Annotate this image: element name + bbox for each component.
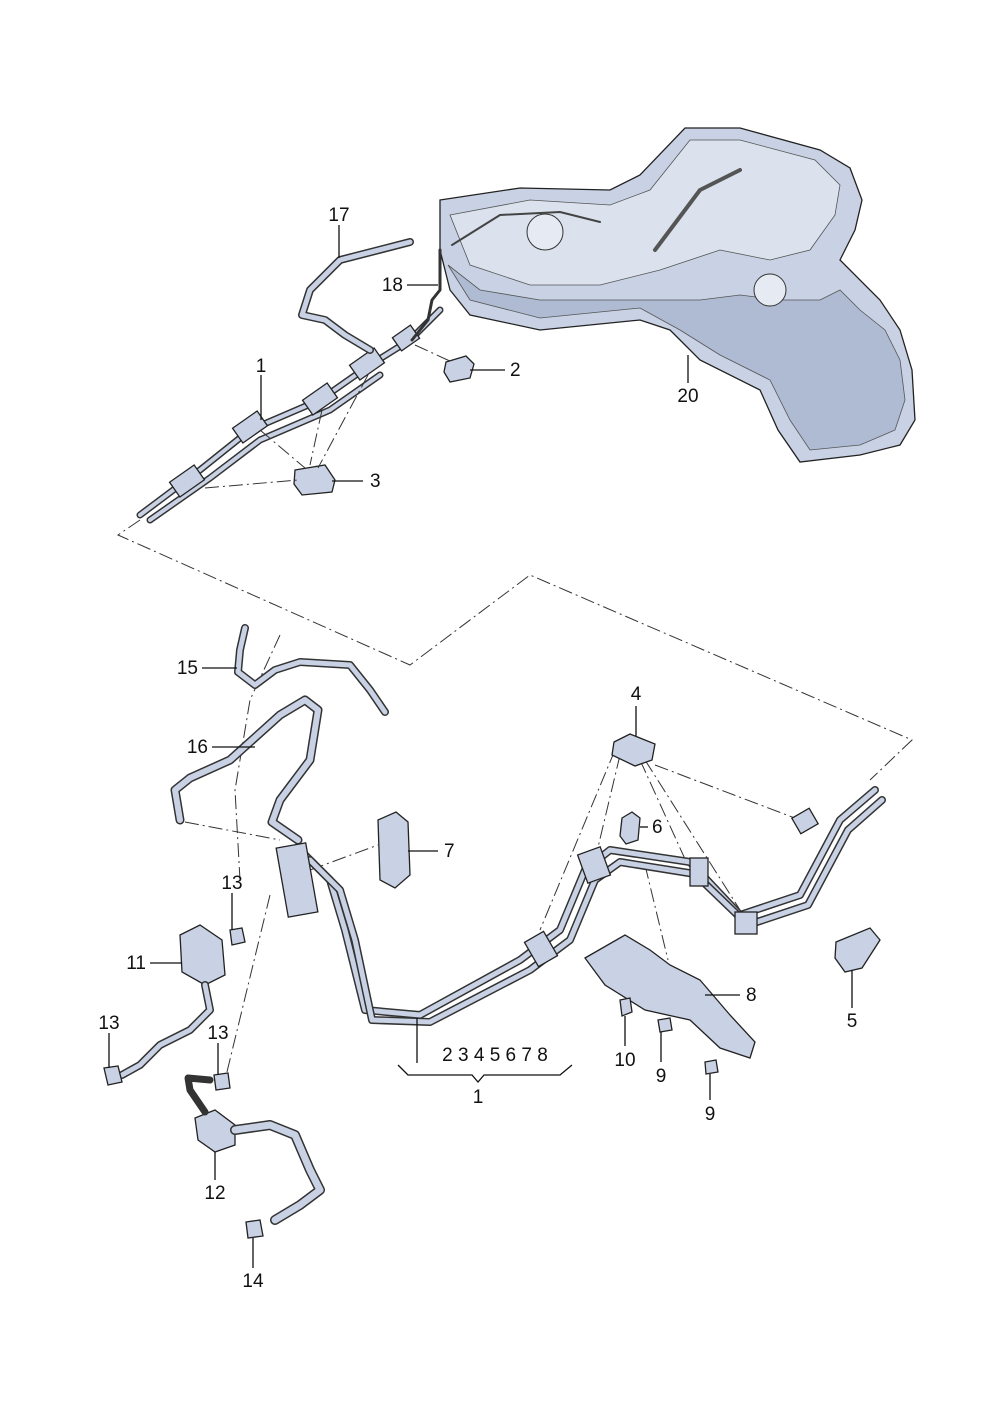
connection-line-4-a <box>539 749 616 931</box>
callout-13-c: 13 <box>207 1023 228 1044</box>
callout-17: 17 <box>328 205 349 226</box>
upper-fuel-lines <box>136 306 444 524</box>
callout-8: 8 <box>746 985 757 1006</box>
connection-line-13 <box>224 894 271 1081</box>
callout-1-bottom: 1 <box>473 1087 484 1108</box>
connection-line-8 <box>644 864 669 961</box>
connection-line-4-d <box>644 759 741 911</box>
connection-line-2 <box>414 344 453 363</box>
callout-11: 11 <box>126 953 146 974</box>
bolt-10 <box>619 997 633 1017</box>
callout-20: 20 <box>677 386 698 407</box>
callout-4: 4 <box>631 684 642 705</box>
hose-16-inner <box>172 697 321 843</box>
valve-12-hose-inner <box>231 1121 324 1224</box>
connection-lines <box>116 344 913 1081</box>
callout-3: 3 <box>370 471 381 492</box>
heat-shield-8 <box>584 934 756 1059</box>
callout-12: 12 <box>204 1183 225 1204</box>
lower-fuel-lines <box>275 786 886 1026</box>
lower-line-clip-2 <box>576 845 612 885</box>
callout-10: 10 <box>614 1050 635 1071</box>
valve-12-top-hose <box>184 1074 214 1116</box>
lower-line-clip-4 <box>734 911 758 935</box>
bolt-9-b <box>704 1059 719 1075</box>
clip-2 <box>443 355 475 383</box>
clip-3 <box>293 464 336 496</box>
callout-13-b: 13 <box>98 1013 119 1034</box>
connection-line-4-c <box>639 759 691 871</box>
connection-line-15-16 <box>234 634 281 881</box>
upper-line-clip-3 <box>301 382 339 416</box>
clip-13-c <box>213 1072 231 1091</box>
hose-17-inner <box>299 239 413 353</box>
valve-11-hose <box>118 981 214 1079</box>
valve-11 <box>179 924 226 986</box>
callout-18: 18 <box>382 275 403 296</box>
bracket-5 <box>834 927 881 973</box>
bracket-7 <box>377 811 411 889</box>
callout-15: 15 <box>177 658 198 679</box>
upper-line-connector <box>391 324 421 352</box>
upper-line-clip-1 <box>168 464 206 498</box>
lower-line-clip-3 <box>689 857 709 887</box>
tank-vent-hose <box>451 211 601 246</box>
sender-opening <box>753 273 787 307</box>
fuel-pump-opening <box>526 213 564 251</box>
valve-12 <box>194 1109 236 1153</box>
lower-line-clip-5 <box>790 807 820 835</box>
clip-13-b <box>103 1065 123 1086</box>
lower-line-connector-left <box>275 842 319 918</box>
callout-1-range: 2 3 4 5 6 7 8 <box>442 1045 548 1066</box>
hose-17 <box>298 238 414 354</box>
callout-16: 16 <box>187 737 208 758</box>
connection-line-3-a <box>204 479 299 489</box>
range-bracket <box>397 1064 573 1083</box>
callout-labels: 17 18 1 2 3 20 15 16 4 6 7 13 11 13 13 1… <box>98 205 857 1292</box>
upper-line-clip-2 <box>231 410 269 444</box>
connection-line-3-d <box>317 374 369 469</box>
leader-lines <box>108 225 853 1268</box>
valve-11-hose-inner <box>119 982 213 1078</box>
connection-line-top-to-bottom <box>116 519 913 781</box>
callout-2: 2 <box>510 360 521 381</box>
lower-fuel-line-b-inner <box>307 797 885 1025</box>
callout-9-b: 9 <box>705 1104 716 1125</box>
clip-4 <box>611 733 656 767</box>
fuel-tank <box>439 127 916 463</box>
callout-13-a: 13 <box>221 873 242 894</box>
callout-7: 7 <box>444 841 455 862</box>
connection-line-3-b <box>259 429 306 469</box>
connection-line-4-b <box>594 754 621 861</box>
fuel-tank-side-shading <box>447 264 906 451</box>
callout-5: 5 <box>847 1011 858 1032</box>
bolt-9-a <box>657 1017 673 1033</box>
hose-16 <box>170 695 323 845</box>
clip-6 <box>619 811 641 845</box>
valve-12-hose <box>230 1120 325 1225</box>
tank-internal-line <box>653 168 742 252</box>
callout-9-a: 9 <box>656 1066 667 1087</box>
clip-13-a <box>229 927 246 946</box>
hose-16-body <box>170 695 323 845</box>
hose-18-body <box>410 248 442 342</box>
connection-line-16 <box>184 821 281 841</box>
lower-line-clip-1 <box>523 930 559 968</box>
upper-line-clip-4 <box>348 347 386 381</box>
connection-line-4-e <box>654 764 801 821</box>
connection-line-3-c <box>309 409 323 466</box>
clip-14 <box>245 1219 264 1239</box>
lower-fuel-line-a-inner <box>297 787 878 1018</box>
upper-fuel-line-b-inner <box>148 373 382 522</box>
callout-6: 6 <box>652 817 663 838</box>
hose-18 <box>410 248 442 342</box>
hose-15 <box>234 624 389 716</box>
hose-15-inner <box>235 625 388 715</box>
callout-1-top: 1 <box>256 356 267 377</box>
callout-14: 14 <box>242 1271 264 1292</box>
